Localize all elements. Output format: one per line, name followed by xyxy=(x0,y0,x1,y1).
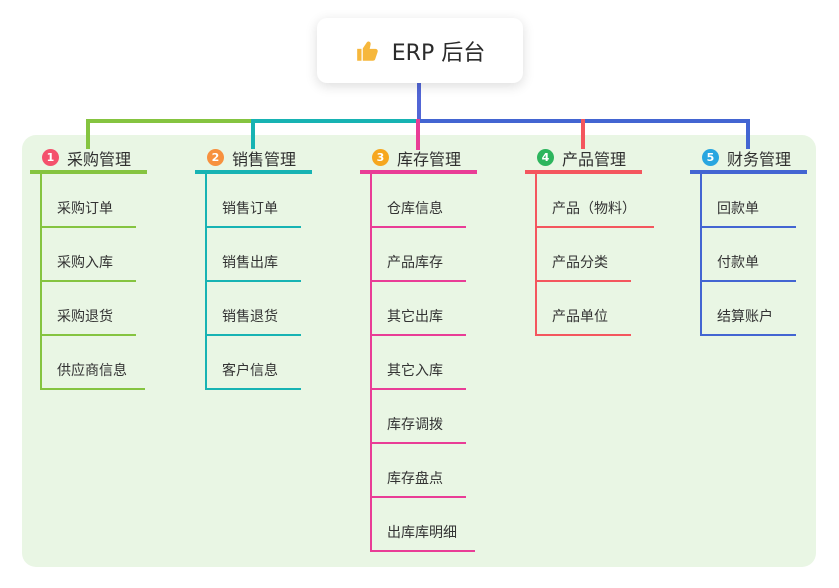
node-outbound-detail[interactable]: 出库库明细 xyxy=(372,498,475,552)
node-product-category[interactable]: 产品分类 xyxy=(537,228,631,282)
node-payment-bill[interactable]: 付款单 xyxy=(702,228,796,282)
branch-purchase-children: 采购订单 采购入库 采购退货 供应商信息 xyxy=(40,174,190,390)
badge-5: 5 xyxy=(702,149,719,166)
drop-product xyxy=(581,119,585,149)
root-stem-line xyxy=(417,82,421,123)
branch-inventory-label: 库存管理 xyxy=(397,149,462,169)
node-purchase-inbound[interactable]: 采购入库 xyxy=(42,228,136,282)
branch-product: 4 产品管理 产品（物料） 产品分类 产品单位 xyxy=(525,145,685,336)
branch-purchase-title[interactable]: 1 采购管理 xyxy=(30,145,147,174)
node-warehouse-info[interactable]: 仓库信息 xyxy=(372,174,466,228)
branch-sales-children: 销售订单 销售出库 销售退货 客户信息 xyxy=(205,174,355,390)
node-sales-outbound[interactable]: 销售出库 xyxy=(207,228,301,282)
branch-finance-label: 财务管理 xyxy=(727,149,792,169)
branches-panel xyxy=(22,135,816,567)
node-product-material[interactable]: 产品（物料） xyxy=(537,174,654,228)
drop-finance xyxy=(746,119,750,149)
badge-3: 3 xyxy=(372,149,389,166)
node-stock-take[interactable]: 库存盘点 xyxy=(372,444,466,498)
branch-inventory-title[interactable]: 3 库存管理 xyxy=(360,145,477,174)
branch-product-label: 产品管理 xyxy=(562,149,627,169)
branch-purchase: 1 采购管理 采购订单 采购入库 采购退货 供应商信息 xyxy=(30,145,190,390)
node-sales-return[interactable]: 销售退货 xyxy=(207,282,301,336)
badge-1: 1 xyxy=(42,149,59,166)
branch-finance-title[interactable]: 5 财务管理 xyxy=(690,145,807,174)
node-product-stock[interactable]: 产品库存 xyxy=(372,228,466,282)
drop-sales xyxy=(251,119,255,149)
branch-product-children: 产品（物料） 产品分类 产品单位 xyxy=(535,174,685,336)
node-purchase-order[interactable]: 采购订单 xyxy=(42,174,136,228)
node-receipt-bill[interactable]: 回款单 xyxy=(702,174,796,228)
branch-inventory-children: 仓库信息 产品库存 其它出库 其它入库 库存调拨 库存盘点 出库库明细 xyxy=(370,174,520,552)
connector-sales xyxy=(251,119,419,123)
drop-inventory xyxy=(416,119,420,150)
node-other-outbound[interactable]: 其它出库 xyxy=(372,282,466,336)
badge-4: 4 xyxy=(537,149,554,166)
branch-finance-children: 回款单 付款单 结算账户 xyxy=(700,174,839,336)
badge-2: 2 xyxy=(207,149,224,166)
branch-purchase-label: 采购管理 xyxy=(67,149,132,169)
drop-purchase xyxy=(86,119,90,149)
thumbs-up-icon xyxy=(355,38,381,64)
root-node-label: ERP 后台 xyxy=(391,40,486,66)
branch-inventory: 3 库存管理 仓库信息 产品库存 其它出库 其它入库 库存调拨 库存盘点 出库库… xyxy=(360,145,520,552)
node-product-unit[interactable]: 产品单位 xyxy=(537,282,631,336)
node-customer-info[interactable]: 客户信息 xyxy=(207,336,301,390)
node-purchase-return[interactable]: 采购退货 xyxy=(42,282,136,336)
branch-sales-title[interactable]: 2 销售管理 xyxy=(195,145,312,174)
node-supplier-info[interactable]: 供应商信息 xyxy=(42,336,145,390)
node-settlement-account[interactable]: 结算账户 xyxy=(702,282,796,336)
node-other-inbound[interactable]: 其它入库 xyxy=(372,336,466,390)
node-stock-transfer[interactable]: 库存调拨 xyxy=(372,390,466,444)
branch-sales: 2 销售管理 销售订单 销售出库 销售退货 客户信息 xyxy=(195,145,355,390)
branch-product-title[interactable]: 4 产品管理 xyxy=(525,145,642,174)
branch-sales-label: 销售管理 xyxy=(232,149,297,169)
node-sales-order[interactable]: 销售订单 xyxy=(207,174,301,228)
branch-finance: 5 财务管理 回款单 付款单 结算账户 xyxy=(690,145,839,336)
root-node-erp[interactable]: ERP 后台 xyxy=(317,18,523,83)
